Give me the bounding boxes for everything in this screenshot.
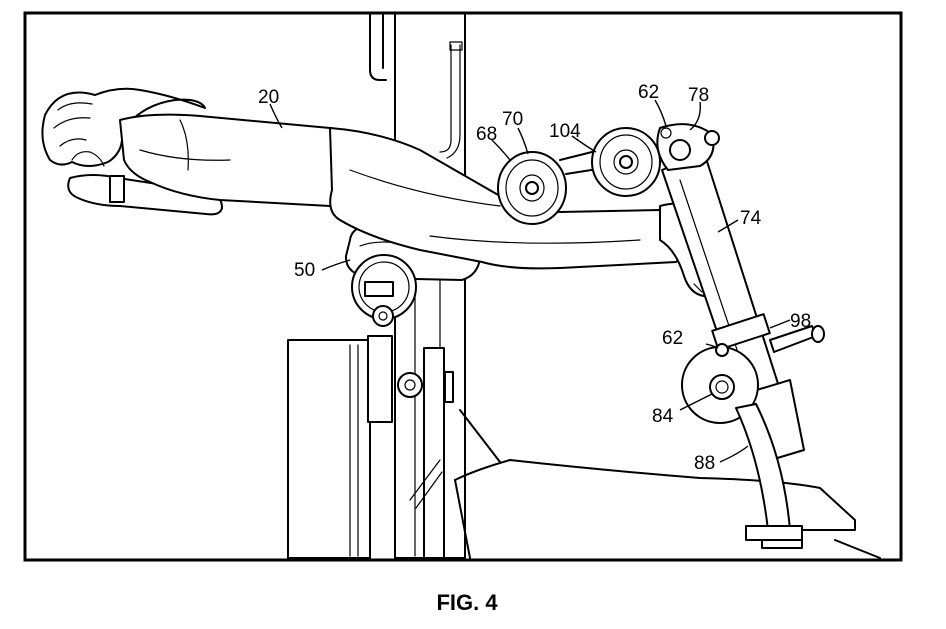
- label-84: 84: [652, 406, 674, 427]
- label-78: 78: [688, 85, 709, 106]
- leader-lines: [269, 99, 791, 463]
- label-50: 50: [294, 260, 315, 281]
- label-62-bottom: 62: [662, 328, 683, 349]
- figure-caption: FIG. 4: [436, 590, 498, 615]
- label-20: 20: [258, 87, 279, 108]
- weight-plates: [497, 127, 661, 225]
- lever-arm: [656, 123, 825, 463]
- label-104: 104: [549, 121, 581, 142]
- pivot-hub: [681, 343, 759, 424]
- label-70: 70: [502, 109, 523, 130]
- label-62-top: 62: [638, 82, 659, 103]
- label-74: 74: [740, 208, 762, 229]
- support-post: [735, 403, 803, 549]
- figure-frame: [23, 11, 903, 562]
- label-68: 68: [476, 124, 497, 145]
- adjustment-wheel: [351, 254, 417, 327]
- label-88: 88: [694, 453, 715, 474]
- label-98: 98: [790, 311, 811, 332]
